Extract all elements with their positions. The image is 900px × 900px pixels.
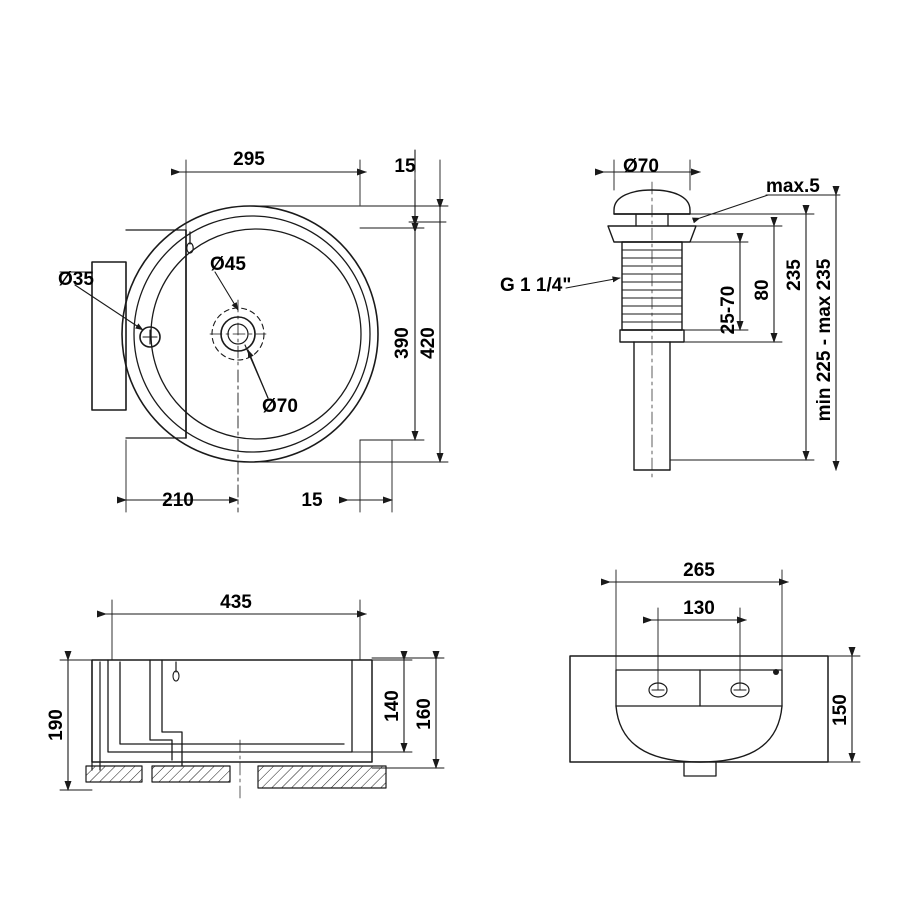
dim-label-235: 235 — [784, 259, 805, 291]
dim-label-front-130: 130 — [683, 598, 715, 619]
dim-label-thread: G 1 1/4" — [500, 275, 571, 296]
dim-label-top-15-bottom: 15 — [301, 490, 323, 511]
dim-label-hole-35: Ø35 — [58, 269, 94, 290]
dim-label-side-140: 140 — [382, 690, 403, 722]
top-view-dimensions — [59, 149, 449, 513]
side-section-dimensions — [59, 599, 445, 791]
dim-label-top-15: 15 — [394, 156, 416, 177]
dim-label-cap-70: Ø70 — [623, 156, 659, 177]
dim-label-top-295: 295 — [233, 149, 265, 170]
valve-view-dimensions — [565, 159, 841, 471]
dim-label-top-390: 390 — [392, 327, 413, 359]
dim-label-max-5: max.5 — [766, 176, 820, 197]
dim-label-top-210: 210 — [162, 490, 194, 511]
dim-label-side-160: 160 — [414, 698, 435, 730]
front-view-dimensions — [601, 569, 861, 763]
dim-label-front-150: 150 — [830, 694, 851, 726]
dim-label-side-435: 435 — [220, 592, 252, 613]
valve-view-geometry — [607, 181, 697, 481]
dim-label-top-420: 420 — [418, 327, 439, 359]
dim-label-front-265: 265 — [683, 560, 715, 581]
dim-label-side-190: 190 — [46, 709, 67, 741]
side-section-geometry — [85, 659, 387, 801]
top-view-geometry — [91, 205, 379, 463]
dim-label-hole-70: Ø70 — [262, 396, 298, 417]
front-view-geometry — [569, 655, 829, 777]
dim-label-range-total: min 225 - max 235 — [814, 258, 835, 421]
dim-label-80: 80 — [752, 279, 773, 300]
dim-label-25-70: 25-70 — [718, 286, 739, 335]
dim-label-hole-45: Ø45 — [210, 254, 246, 275]
